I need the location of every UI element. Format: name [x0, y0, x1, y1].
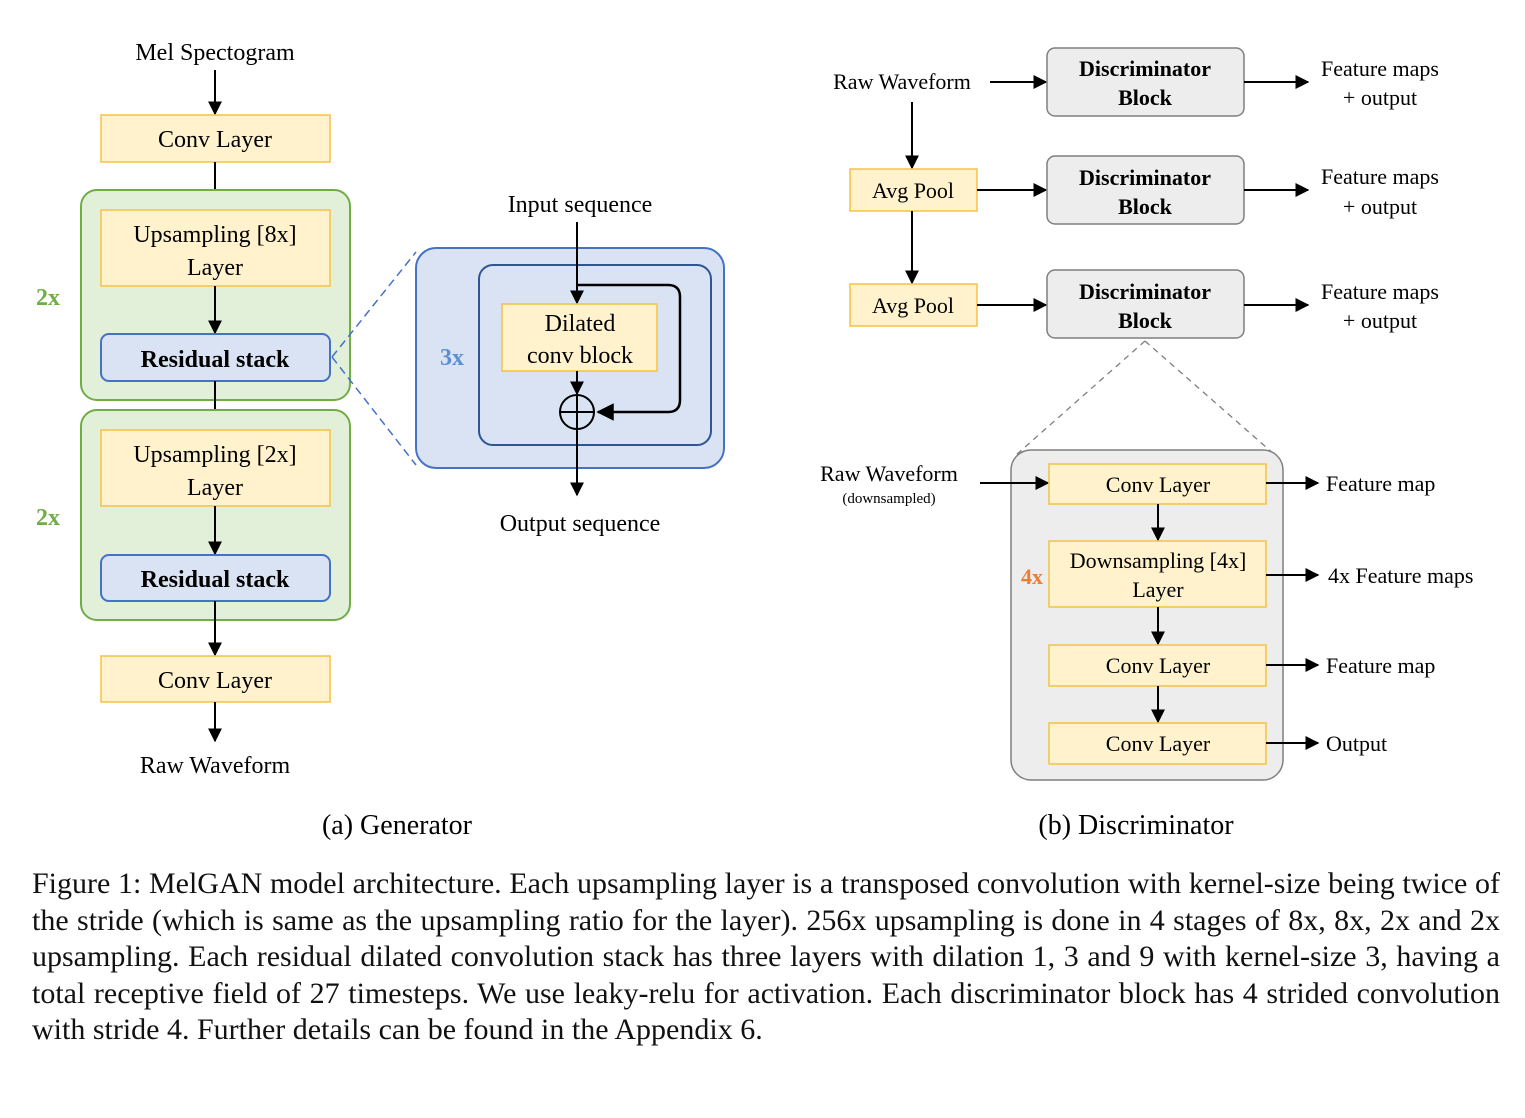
generator-output-label: Raw Waveform: [140, 753, 291, 779]
residual-output-label: Output sequence: [500, 511, 661, 537]
dilated-conv-line1: Dilated: [545, 311, 616, 337]
generator-upsample-2x-line1: Upsampling [2x]: [133, 442, 296, 468]
disc-detail-conv-2-label: Conv Layer: [1106, 653, 1211, 678]
disc-detail-down-line1: Downsampling [4x]: [1070, 548, 1247, 573]
disc-out-1-line1: Feature maps: [1321, 56, 1439, 81]
generator-conv-out-label: Conv Layer: [158, 668, 272, 694]
disc-detail-conv-3: [1048, 722, 1267, 765]
discriminator-diagram: Raw Waveform Discriminator Block Feature…: [820, 47, 1473, 841]
generator-conv-out-box: [100, 655, 331, 703]
disc-out-2-line2: + output: [1343, 194, 1417, 219]
generator-stage2-repeat: 2x: [36, 505, 60, 531]
generator-input-label: Mel Spectogram: [135, 40, 295, 66]
residual-stack-detail: 3x Input sequence Dilated conv block Out…: [331, 192, 725, 537]
disc-detail-repeat: 4x: [1021, 564, 1043, 589]
avg-pool-1-label: Avg Pool: [872, 178, 954, 203]
generator-upsample-8x-line2: Layer: [187, 255, 243, 281]
generator-residual-stack-2-label: Residual stack: [141, 567, 290, 593]
disc-block-3-line2: Block: [1118, 308, 1173, 333]
generator-subcaption: (a) Generator: [322, 810, 473, 841]
disc-detail-out-3: Feature map: [1326, 653, 1435, 678]
disc-block-1-line1: Discriminator: [1079, 56, 1211, 81]
residual-detail-repeat: 3x: [440, 345, 464, 371]
dilated-conv-line2: conv block: [527, 343, 633, 369]
disc-out-3-line2: + output: [1343, 308, 1417, 333]
disc-detail-conv-1-label: Conv Layer: [1106, 472, 1211, 497]
disc-detail-down-line2: Layer: [1132, 577, 1184, 602]
disc-detail-conv-3-label: Conv Layer: [1106, 731, 1211, 756]
generator-upsample-2x-box: [100, 429, 331, 507]
generator-stage1-repeat: 2x: [36, 285, 60, 311]
generator-conv-in-label: Conv Layer: [158, 127, 272, 153]
disc-detail-out-2: 4x Feature maps: [1328, 563, 1473, 588]
add-icon: [559, 394, 595, 430]
dilated-conv-block: [501, 303, 658, 372]
avg-pool-2-label: Avg Pool: [872, 293, 954, 318]
figure-caption: Figure 1: MelGAN model architecture. Eac…: [32, 867, 1500, 1046]
melgan-architecture-figure: Mel Spectogram Conv Layer 2x Upsampling …: [36, 40, 1473, 841]
generator-upsample-8x-line1: Upsampling [8x]: [133, 222, 296, 248]
disc-out-3-line1: Feature maps: [1321, 279, 1439, 304]
generator-upsample-2x-line2: Layer: [187, 475, 243, 501]
disc-block-2-line1: Discriminator: [1079, 165, 1211, 190]
discriminator-subcaption: (b) Discriminator: [1038, 810, 1234, 841]
disc-detail-out-1: Feature map: [1326, 471, 1435, 496]
disc-block-3-line1: Discriminator: [1079, 279, 1211, 304]
disc-detail-out-4: Output: [1326, 731, 1387, 756]
disc-detail-input-line1: Raw Waveform: [820, 461, 958, 486]
disc-out-2-line1: Feature maps: [1321, 164, 1439, 189]
residual-input-label: Input sequence: [508, 192, 653, 218]
disc-block-2-line2: Block: [1118, 194, 1173, 219]
disc-detail-conv-1: [1048, 463, 1267, 505]
disc-detail-container: [1010, 449, 1284, 781]
skip-connection: [577, 283, 682, 421]
generator-residual-stack-1-label: Residual stack: [141, 347, 290, 373]
disc-out-1-line2: + output: [1343, 85, 1417, 110]
disc-input-label: Raw Waveform: [833, 69, 971, 94]
disc-detail-input-line2: (downsampled): [842, 491, 935, 507]
generator-diagram: Mel Spectogram Conv Layer 2x Upsampling …: [36, 40, 473, 841]
disc-block-1-line2: Block: [1118, 85, 1173, 110]
